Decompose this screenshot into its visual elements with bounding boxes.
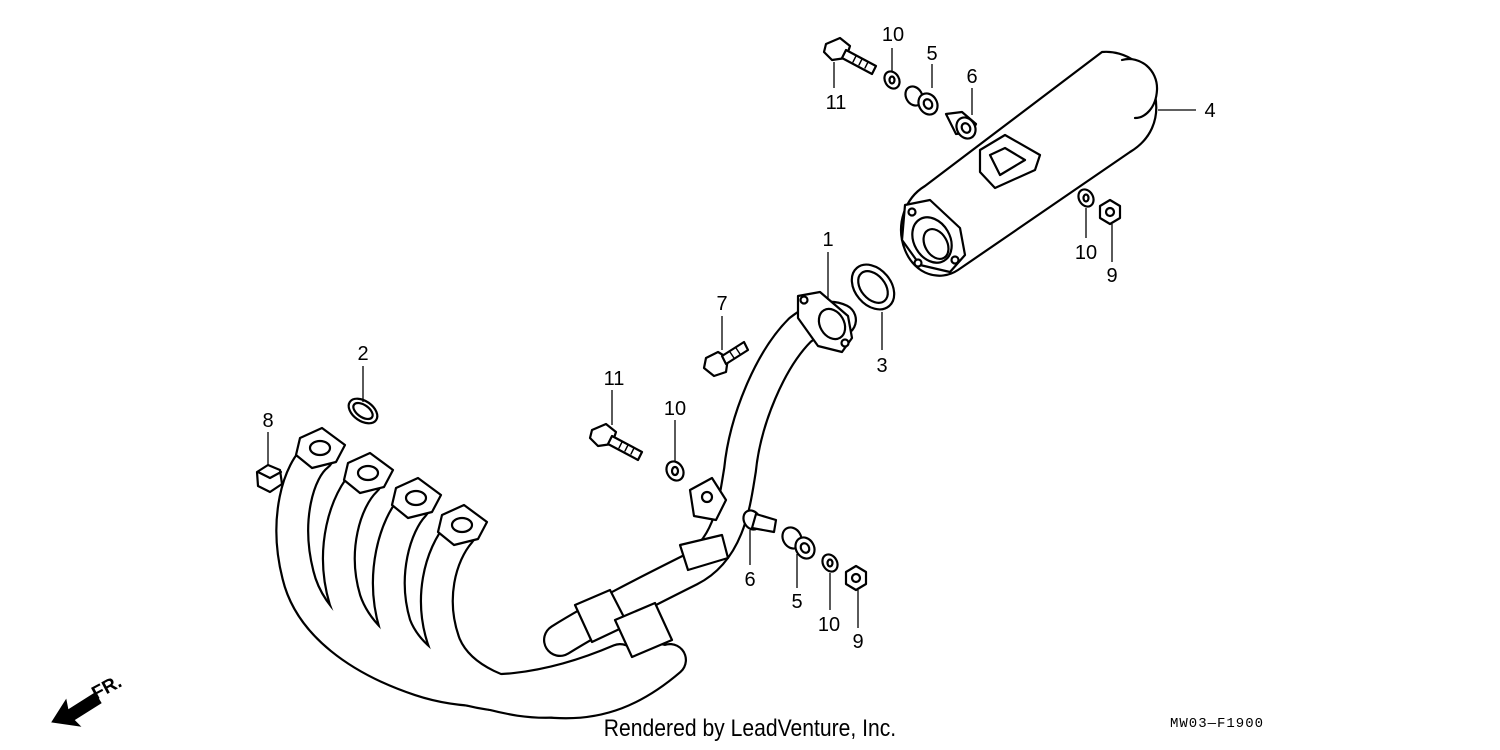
bolt-11-lower bbox=[588, 422, 644, 462]
exhaust-pipe-assembly bbox=[275, 290, 857, 720]
nut-9-muffler bbox=[1098, 198, 1122, 226]
leader-lines bbox=[267, 48, 1196, 628]
collar-6-lower bbox=[742, 509, 778, 534]
callout-10-lower: 10 bbox=[818, 614, 840, 636]
callout-10-muffler: 10 bbox=[1075, 242, 1097, 264]
callout-7: 7 bbox=[716, 293, 727, 315]
grommet-5-lower bbox=[781, 526, 816, 560]
callout-8: 8 bbox=[262, 410, 273, 432]
arrow-left-icon bbox=[51, 692, 102, 727]
callout-11-upper: 11 bbox=[826, 92, 847, 114]
callout-6-upper: 6 bbox=[966, 66, 977, 88]
washer-10-muffler bbox=[1077, 188, 1095, 208]
callout-6-lower: 6 bbox=[744, 569, 755, 591]
rendered-by-footer: Rendered by LeadVenture, Inc. bbox=[603, 715, 897, 742]
bolt-11-upper bbox=[822, 36, 878, 76]
nut-9-lower bbox=[844, 564, 868, 592]
callout-9-lower: 9 bbox=[852, 631, 863, 653]
bolt-7 bbox=[702, 340, 750, 378]
washer-10-lower bbox=[821, 553, 839, 573]
muffler bbox=[900, 50, 1159, 277]
washer-10-mid bbox=[665, 460, 685, 482]
gasket-2 bbox=[347, 397, 379, 425]
drawing-code: MW03—F1900 bbox=[1170, 716, 1265, 732]
callout-11-lower: 11 bbox=[604, 368, 625, 390]
callout-4: 4 bbox=[1204, 100, 1215, 122]
callout-5-upper: 5 bbox=[926, 43, 937, 65]
callout-10-upper: 10 bbox=[882, 24, 904, 46]
callout-2: 2 bbox=[357, 343, 368, 365]
collar-6-upper bbox=[944, 110, 978, 140]
callout-10-mid: 10 bbox=[664, 398, 686, 420]
callout-3: 3 bbox=[876, 355, 887, 377]
callout-9-muffler: 9 bbox=[1106, 265, 1117, 287]
washer-10-upper bbox=[883, 70, 901, 90]
callout-1: 1 bbox=[822, 229, 833, 251]
grommet-5-upper bbox=[904, 85, 939, 116]
callout-5-lower: 5 bbox=[791, 591, 802, 613]
callout-labels: 1 2 3 4 5 5 6 6 7 8 9 9 10 10 10 10 11 1… bbox=[262, 24, 1215, 653]
gasket-3 bbox=[850, 263, 896, 311]
nut-8 bbox=[255, 463, 284, 494]
